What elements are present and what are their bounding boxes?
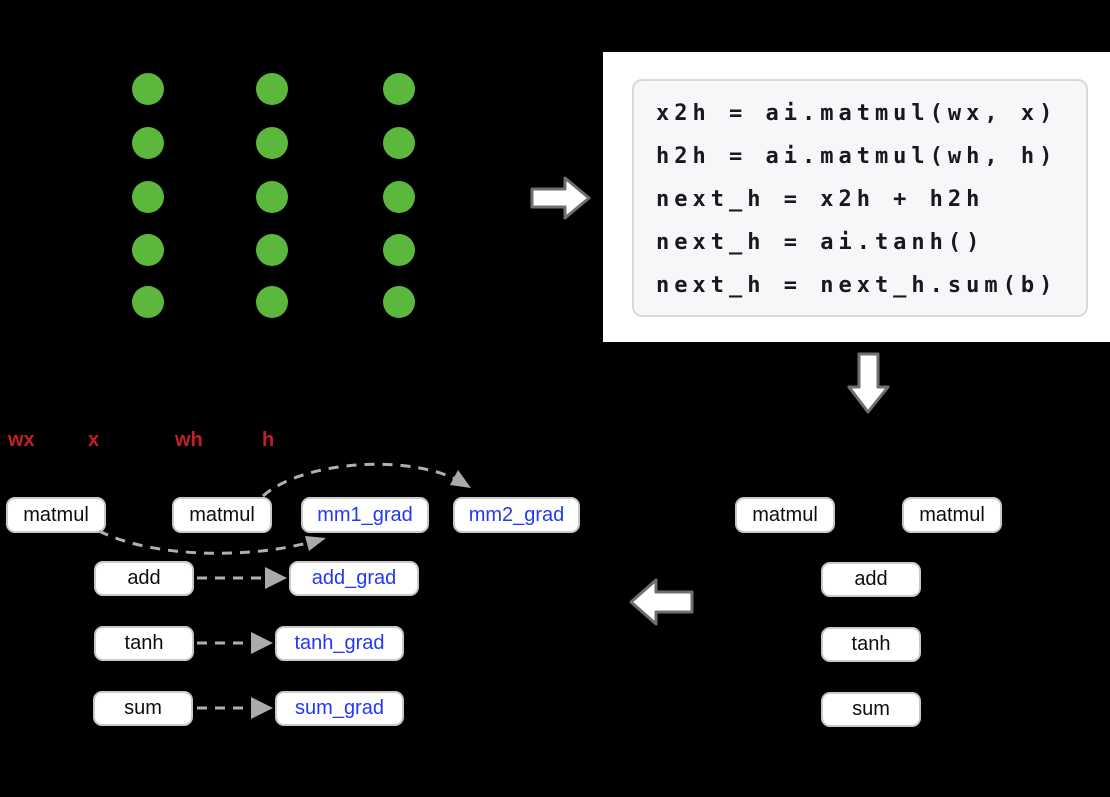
node-sum-grad: sum_grad (275, 691, 404, 726)
arrowhead-sumgrad (251, 697, 273, 719)
input-label-wh: wh (175, 429, 203, 451)
node-tanh-grad: tanh_grad (275, 626, 404, 661)
neuron-dot (383, 127, 415, 159)
code-line: x2h = ai.matmul(wx, x) (656, 101, 1058, 126)
neuron-dot (383, 234, 415, 266)
flow-arrow-left-icon (629, 578, 694, 626)
code-snippet-box: x2h = ai.matmul(wx, x) h2h = ai.matmul(w… (632, 79, 1088, 317)
code-line: next_h = next_h.sum(b) (656, 273, 1058, 298)
node-sum: sum (93, 691, 193, 726)
neuron-dot (256, 181, 288, 213)
arrowhead-tanhgrad (251, 632, 273, 654)
arrowhead-mm1grad (305, 536, 326, 551)
code-line: h2h = ai.matmul(wh, h) (656, 144, 1058, 169)
node-add: add (94, 561, 194, 596)
arrowhead-mm2grad (450, 470, 471, 488)
input-label-x: x (88, 429, 100, 451)
node-mm1-grad: mm1_grad (301, 497, 429, 533)
code-line: next_h = ai.tanh() (656, 230, 985, 255)
node-mm2-grad: mm2_grad (453, 497, 580, 533)
fwd-node-sum: sum (821, 692, 921, 727)
neuron-dot (132, 234, 164, 266)
neuron-dot (132, 73, 164, 105)
node-matmul-2: matmul (172, 497, 272, 533)
input-label-h: h (262, 429, 275, 451)
neuron-dot (383, 181, 415, 213)
neuron-dot (256, 234, 288, 266)
neuron-dot (132, 127, 164, 159)
input-label-wx: wx (8, 429, 35, 451)
code-panel: x2h = ai.matmul(wx, x) h2h = ai.matmul(w… (603, 52, 1110, 342)
dashed-curve-matmul2-to-mm2grad (262, 462, 464, 498)
neuron-dot (132, 181, 164, 213)
node-tanh: tanh (94, 626, 194, 661)
neuron-dot (383, 286, 415, 318)
neuron-dot (383, 73, 415, 105)
code-line: next_h = x2h + h2h (656, 187, 985, 212)
neuron-dot (256, 73, 288, 105)
neuron-dot (256, 286, 288, 318)
flow-arrow-right-icon (530, 176, 591, 220)
fwd-node-add: add (821, 562, 921, 597)
fwd-node-matmul-1: matmul (735, 497, 835, 533)
node-add-grad: add_grad (289, 561, 419, 596)
fwd-node-tanh: tanh (821, 627, 921, 662)
flow-arrow-down-icon (847, 352, 890, 414)
neuron-dot (132, 286, 164, 318)
arrowhead-addgrad (265, 567, 287, 589)
node-matmul-1: matmul (6, 497, 106, 533)
dashed-curve-matmul1-to-mm1grad (98, 529, 319, 555)
neuron-dot (256, 127, 288, 159)
fwd-node-matmul-2: matmul (902, 497, 1002, 533)
